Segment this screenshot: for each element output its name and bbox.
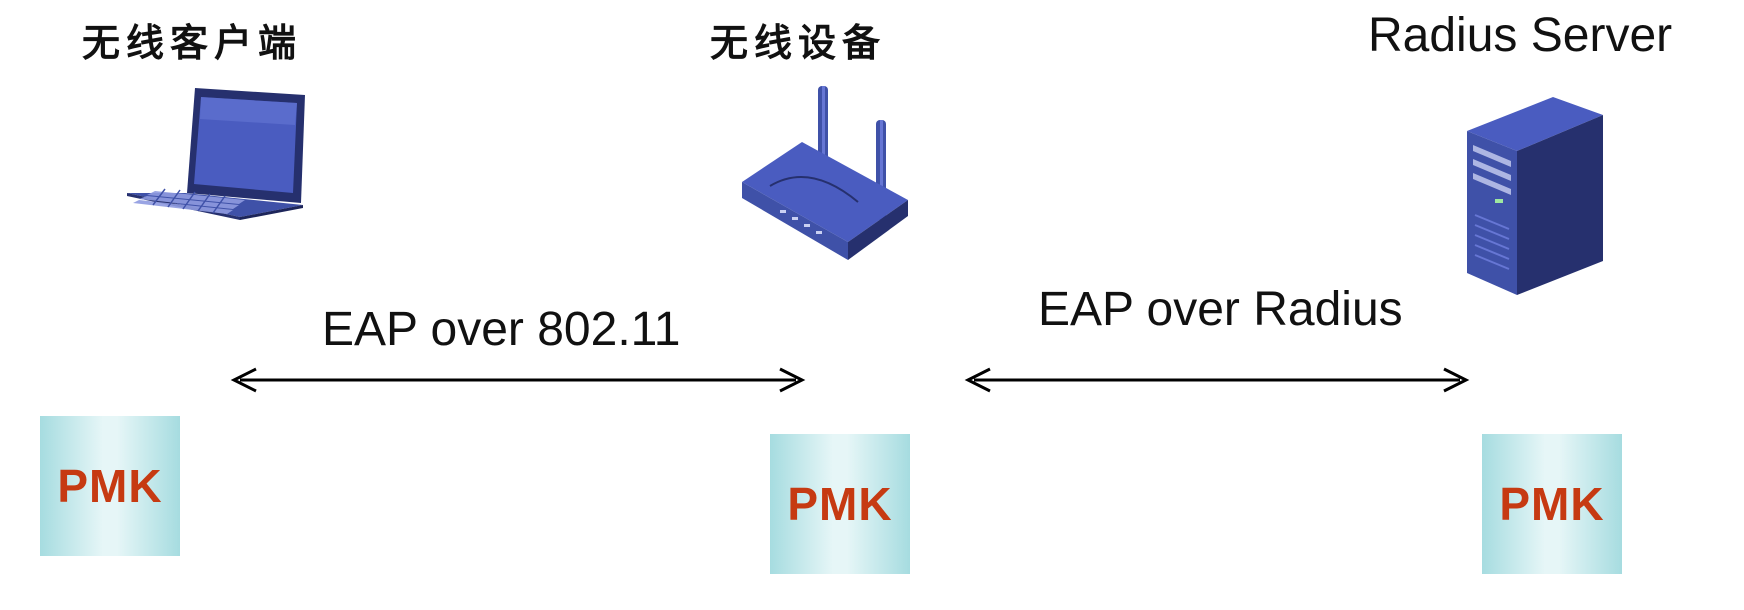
pmk-label-client: PMK	[57, 460, 163, 512]
pmk-label-device: PMK	[787, 478, 893, 530]
server-icon	[1467, 97, 1603, 295]
pmk-box-client: PMK	[40, 416, 180, 556]
pmk-box-device: PMK	[770, 434, 910, 574]
device-title: 无线设备	[710, 20, 887, 65]
laptop-icon	[127, 88, 305, 220]
pmk-label-server: PMK	[1499, 478, 1605, 530]
arrow-device-server	[964, 367, 1470, 393]
link-label-radius: EAP over Radius	[1038, 283, 1403, 336]
arrow-client-device	[230, 367, 806, 393]
router-icon	[742, 86, 908, 260]
server-title: Radius Server	[1368, 9, 1673, 62]
client-title: 无线客户端	[82, 20, 303, 65]
pmk-box-server: PMK	[1482, 434, 1622, 574]
link-label-802-11: EAP over 802.11	[322, 303, 681, 356]
